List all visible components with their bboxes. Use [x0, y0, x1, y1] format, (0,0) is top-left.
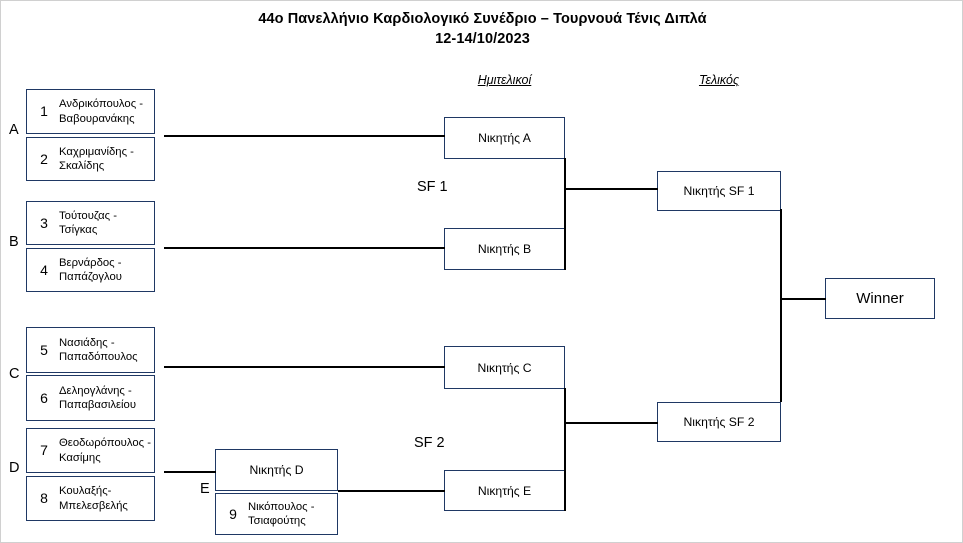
title-line-2: 12-14/10/2023	[435, 31, 530, 47]
group-letter-a: A	[9, 122, 19, 138]
connector-group-b-to-semifinal	[164, 247, 445, 250]
connector-sf1-to-final	[564, 188, 658, 191]
seed-number-5: 5	[40, 341, 48, 358]
seed-number-2: 2	[40, 150, 48, 167]
seed-name-4: Βερνάρδος - Παπάζογλου	[59, 256, 122, 283]
seed-name-3: Τούτουζας - Τσίγκας	[59, 209, 117, 236]
semifinal-slot-winner-c[interactable]: Νικητής C	[444, 346, 565, 389]
seed-entry-6[interactable]: 6 Δεληογλάνης - Παπαβασιλείου	[26, 375, 155, 421]
group-letter-d: D	[9, 460, 20, 476]
seed-number-6: 6	[40, 389, 48, 406]
group-letter-b: B	[9, 234, 19, 250]
title-line-1: 44ο Πανελλήνιο Καρδιολογικό Συνέδριο – Τ…	[258, 11, 707, 27]
seed-number-7: 7	[40, 442, 48, 459]
connector-group-e-to-semifinal	[338, 490, 445, 493]
seed-entry-9[interactable]: 9 Νικόπουλος - Τσιαφούτης	[215, 493, 338, 535]
seed-entry-7[interactable]: 7 Θεοδωρόπουλος - Κασίμης	[26, 428, 155, 473]
final-slot-winner-sf2[interactable]: Νικητής SF 2	[657, 402, 781, 442]
group-letter-e: E	[200, 481, 210, 497]
connector-sf2-vertical	[564, 388, 567, 511]
connector-group-c-to-semifinal	[164, 366, 445, 369]
seed-name-7: Θεοδωρόπουλος - Κασίμης	[59, 437, 151, 464]
semifinal-slot-winner-e[interactable]: Νικητής E	[444, 470, 565, 511]
semifinal-label-sf1: SF 1	[417, 179, 448, 195]
group-letter-c: C	[9, 366, 20, 382]
seed-name-5: Νασιάδης - Παπαδόπουλος	[59, 336, 138, 363]
seed-number-9: 9	[229, 505, 237, 522]
seed-entry-1[interactable]: 1 Ανδρικόπουλος - Βαβουρανάκης	[26, 89, 155, 134]
seed-entry-2[interactable]: 2 Καχριμανίδης - Σκαλίδης	[26, 137, 155, 181]
seed-entry-4[interactable]: 4 Βερνάρδος - Παπάζογλου	[26, 248, 155, 292]
semifinal-slot-winner-a[interactable]: Νικητής Α	[444, 117, 565, 159]
connector-group-a-to-semifinal	[164, 135, 445, 138]
seed-number-4: 4	[40, 261, 48, 278]
connector-sf1-vertical	[564, 158, 567, 270]
seed-number-8: 8	[40, 490, 48, 507]
seed-entry-8[interactable]: 8 Κουλαξής- Μπελεσβελής	[26, 476, 155, 521]
page-title: 44ο Πανελλήνιο Καρδιολογικό Συνέδριο – Τ…	[1, 9, 962, 49]
semifinal-label-sf2: SF 2	[414, 435, 445, 451]
seed-name-1: Ανδρικόπουλος - Βαβουρανάκης	[59, 98, 144, 125]
final-slot-winner-sf1[interactable]: Νικητής SF 1	[657, 171, 781, 211]
seed-name-2: Καχριμανίδης - Σκαλίδης	[59, 145, 134, 172]
round-header-final: Τελικός	[698, 73, 740, 87]
seed-number-1: 1	[40, 103, 48, 120]
connector-sf2-to-final	[564, 422, 658, 425]
seed-name-6: Δεληογλάνης - Παπαβασιλείου	[59, 384, 137, 411]
round-header-semifinals: Ημιτελικοί	[477, 73, 532, 87]
connector-final-to-winner	[780, 298, 826, 301]
champion-box[interactable]: Winner	[825, 278, 935, 319]
seed-number-3: 3	[40, 214, 48, 231]
connector-group-d-to-playin	[164, 471, 216, 474]
seed-name-9: Νικόπουλος - Τσιαφούτης	[248, 500, 315, 527]
seed-name-8: Κουλαξής- Μπελεσβελής	[59, 485, 128, 512]
semifinal-slot-winner-b[interactable]: Νικητής Β	[444, 228, 565, 270]
qualifier-winner-d[interactable]: Νικητής D	[215, 449, 338, 491]
connector-final-vertical	[780, 209, 783, 402]
seed-entry-5[interactable]: 5 Νασιάδης - Παπαδόπουλος	[26, 327, 155, 373]
seed-entry-3[interactable]: 3 Τούτουζας - Τσίγκας	[26, 201, 155, 245]
